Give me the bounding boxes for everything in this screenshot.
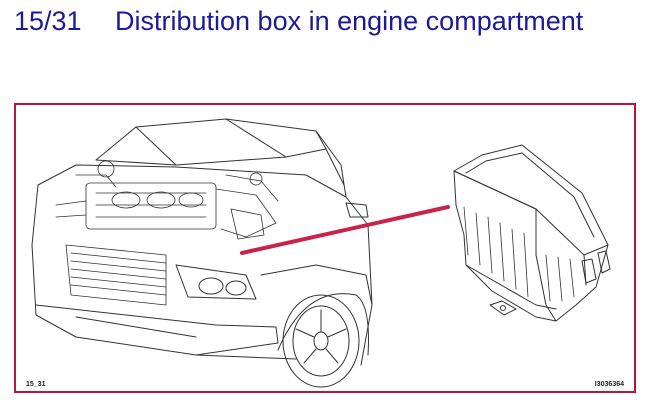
figure-ref-left: 15_31 [26, 381, 46, 388]
car-fender [260, 264, 373, 306]
car-body [37, 164, 373, 366]
figure-illustration [31, 118, 611, 388]
distribution-box-drawing [453, 144, 611, 322]
car-windshield [315, 130, 347, 198]
car-hood [95, 118, 327, 166]
pointer-line [240, 205, 450, 255]
section-number: 15/31 [14, 6, 82, 36]
car-wheel [282, 294, 360, 388]
section-title: Distribution box in engine compartment [115, 6, 584, 36]
page-title: 15/31 Distribution box in engine compart… [14, 4, 634, 88]
engine-bay [55, 160, 279, 240]
figure-ref-right: I3036364 [594, 381, 624, 388]
car-drawing [31, 118, 373, 388]
car-headlight [175, 264, 257, 300]
car-bumper [35, 304, 279, 356]
figure-frame: 15_31 I3036364 [14, 103, 636, 393]
car-grille [65, 244, 167, 306]
